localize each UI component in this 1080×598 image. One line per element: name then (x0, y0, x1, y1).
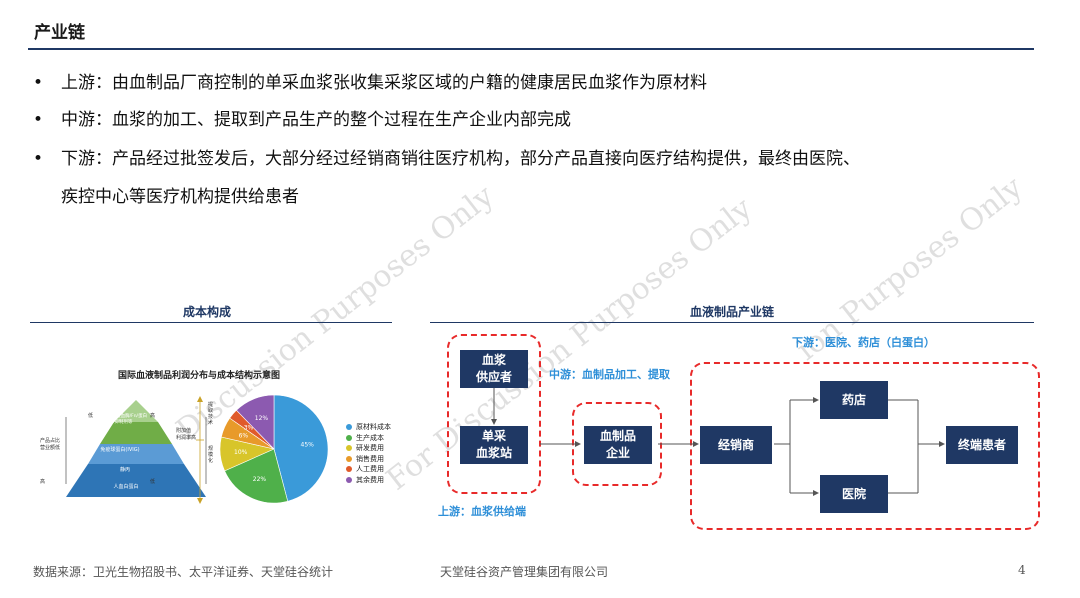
legend-item-3: 销售费用 (346, 454, 384, 464)
legend-item-2: 研发费用 (346, 443, 384, 453)
cost-pyramid (65, 400, 207, 497)
pyramid-right-mid: 附加值 利润率高 (176, 428, 197, 441)
cost-section-title: 成本构成 (183, 305, 232, 319)
chain-arrows (491, 388, 945, 496)
bullet-marker: • (33, 149, 44, 169)
legend-item-5: 其余费用 (346, 475, 384, 485)
bullet-text: 下游：产品经过批签发后，大部分经过经销商销往医疗机构，部分产品直接向医疗结构提供… (61, 149, 860, 169)
legend-swatch (346, 455, 352, 462)
pyramid-left-bottom: 高 (40, 479, 46, 485)
patient-box: 终端患者 (946, 426, 1018, 464)
legend-swatch (346, 445, 352, 451)
cost-section-rule (30, 322, 392, 323)
pie-label-3: 6% (239, 432, 249, 439)
pyramid-left-mid: 产品占比 营业额低 (40, 438, 61, 451)
legend-label: 原材料成本 (356, 423, 391, 431)
downstream-dashed-group (690, 362, 1040, 530)
legend-label: 生产成本 (356, 433, 384, 442)
pyramid-layer-2: 免疫球蛋白(IVIG) (100, 447, 140, 453)
station-box: 单采 血浆站 (460, 426, 528, 464)
pyramid-side-tech: 提取技术 (208, 402, 214, 426)
bullet-downstream-continuation: 疾控中心等医疗机构提供给患者 (61, 187, 299, 207)
pie-slice-0 (273, 394, 329, 502)
supplier-box: 血浆 供应者 (460, 350, 528, 388)
pyramid-layer-3: 静丙 (119, 467, 130, 473)
legend-label: 销售费用 (356, 454, 384, 463)
legend-item-1: 生产成本 (346, 433, 384, 443)
pyramid-layer-4: 人血白蛋白 (113, 484, 139, 490)
pie-slice-1 (224, 448, 289, 504)
midstream-note: 中游：血制品加工、提取 (549, 368, 670, 381)
upstream-dashed-group (447, 334, 541, 494)
pyramid-side-scale: 规模化 (208, 446, 214, 464)
pyramid-right-top: 高 (150, 413, 156, 419)
bullet-text: 上游：由血制品厂商控制的单采血浆张收集采浆区域的户籍的健康居民血浆作为原材料 (61, 73, 707, 93)
pyramid-left-top: 低 (88, 413, 94, 419)
chain-section-title: 血液制品产业链 (690, 305, 775, 319)
pyramid-side-arrow (196, 396, 204, 504)
pharmacy-box: 药店 (820, 381, 888, 419)
enterprise-box: 血制品 企业 (584, 426, 652, 464)
cost-chart-title: 国际血液制品利润分布与成本结构示意图 (118, 371, 281, 381)
distributor-box: 经销商 (700, 426, 772, 464)
title-divider (28, 48, 1034, 50)
pyramid-right-bottom: 低 (150, 479, 156, 485)
legend-item-4: 人工费用 (346, 464, 384, 474)
page-title: 产业链 (34, 23, 85, 43)
upstream-note: 上游：血浆供给端 (438, 505, 526, 518)
legend-label: 其余费用 (356, 475, 384, 484)
footer-source: 数据来源：卫光生物招股书、太平洋证券、天堂硅谷统计 (33, 565, 334, 579)
legend-swatch (346, 476, 352, 483)
page-number: 4 (1018, 563, 1026, 577)
cost-pie-chart: 45% 22% 10% 6%3%12% (219, 394, 329, 504)
pie-label-0: 45% (301, 442, 315, 449)
legend-swatch (346, 434, 352, 441)
legend-swatch (346, 424, 352, 430)
legend-item-0: 原材料成本 (346, 422, 391, 432)
pie-label-2: 10% (234, 449, 248, 456)
legend-swatch (346, 466, 352, 472)
bullet-marker: • (33, 73, 44, 93)
bullet-marker: • (33, 110, 44, 130)
legend-label: 研发费用 (356, 444, 384, 452)
pie-slice-5 (236, 394, 275, 450)
pyramid-layer-1: A/A凝血因子/凝血酶/Fn/蛋白C/C1抑制剂等 (88, 414, 148, 425)
bullet-text: 中游：血浆的加工、提取到产品生产的整个过程在生产企业内部完成 (61, 110, 571, 130)
pie-label-4: 3% (244, 424, 254, 431)
hospital-box: 医院 (820, 475, 888, 513)
chain-section-rule (430, 322, 1034, 323)
pie-label-1: 22% (253, 476, 267, 483)
footer-company: 天堂硅谷资产管理集团有限公司 (440, 565, 609, 579)
legend-label: 人工费用 (356, 465, 384, 473)
downstream-note: 下游：医院、药店（白蛋白） (792, 336, 935, 349)
pie-label-5: 12% (255, 415, 269, 422)
